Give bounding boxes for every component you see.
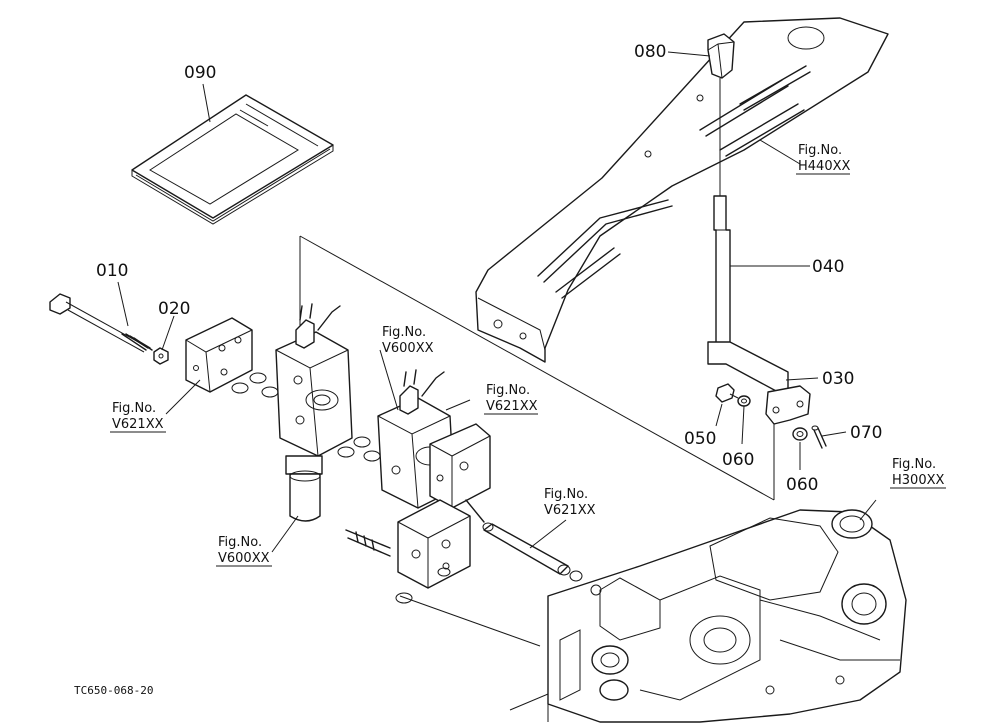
part-label-020: 020 <box>158 299 190 319</box>
fig-ref-v600-bottom: Fig.No. V600XX <box>216 535 272 567</box>
lever-guide-plate <box>475 17 889 363</box>
hydraulic-housing <box>509 509 907 723</box>
washer-060-b <box>792 427 808 441</box>
svg-text:V621XX: V621XX <box>112 417 164 432</box>
svg-text:Fig.No.: Fig.No. <box>892 457 936 472</box>
washer-060-a <box>737 395 751 407</box>
fig-ref-v621-lower: Fig.No. V621XX <box>544 487 596 518</box>
fig-ref-h440: Fig.No. H440XX <box>796 143 850 175</box>
connecting-pipe <box>465 499 583 582</box>
control-valve-section-1 <box>231 303 353 457</box>
svg-text:H300XX: H300XX <box>892 473 944 488</box>
svg-text:Fig.No.: Fig.No. <box>112 401 156 416</box>
inlet-section <box>429 423 491 509</box>
part-label-060-b: 060 <box>786 475 818 495</box>
leader-lines <box>117 51 877 553</box>
svg-text:V621XX: V621XX <box>544 503 596 518</box>
nut-020 <box>153 347 169 365</box>
part-label-060-a: 060 <box>722 450 754 470</box>
control-lever <box>707 195 789 393</box>
part-label-010: 010 <box>96 261 128 281</box>
long-bolt-010 <box>49 293 153 353</box>
fig-ref-v621-mid: Fig.No. V621XX <box>484 383 538 415</box>
valve-cylinder <box>285 455 323 522</box>
fig-ref-v621-left: Fig.No. V621XX <box>110 401 166 433</box>
manual-booklet <box>131 94 334 225</box>
part-label-090: 090 <box>184 63 216 83</box>
lever-bracket <box>765 385 811 500</box>
svg-text:Fig.No.: Fig.No. <box>218 535 262 550</box>
svg-text:H440XX: H440XX <box>798 159 850 174</box>
part-label-030: 030 <box>822 369 854 389</box>
svg-text:Fig.No.: Fig.No. <box>798 143 842 158</box>
drawing-code: TC650-068-20 <box>74 684 153 697</box>
part-label-040: 040 <box>812 257 844 277</box>
bolt-050 <box>715 383 739 403</box>
assembly-reference-lines <box>299 235 775 647</box>
part-label-080: 080 <box>634 42 666 62</box>
svg-text:Fig.No.: Fig.No. <box>382 325 426 340</box>
end-cover-plate <box>185 317 253 393</box>
svg-text:V600XX: V600XX <box>382 341 434 356</box>
svg-text:Fig.No.: Fig.No. <box>544 487 588 502</box>
pin-070 <box>811 425 827 449</box>
fig-ref-v600-top: Fig.No. V600XX <box>382 325 434 356</box>
lever-knob <box>707 33 735 79</box>
part-label-050: 050 <box>684 429 716 449</box>
svg-text:V600XX: V600XX <box>218 551 270 566</box>
svg-text:Fig.No.: Fig.No. <box>486 383 530 398</box>
fig-ref-h300: Fig.No. H300XX <box>890 457 946 489</box>
outlet-block <box>345 499 471 604</box>
svg-text:V621XX: V621XX <box>486 399 538 414</box>
part-label-070: 070 <box>850 423 882 443</box>
